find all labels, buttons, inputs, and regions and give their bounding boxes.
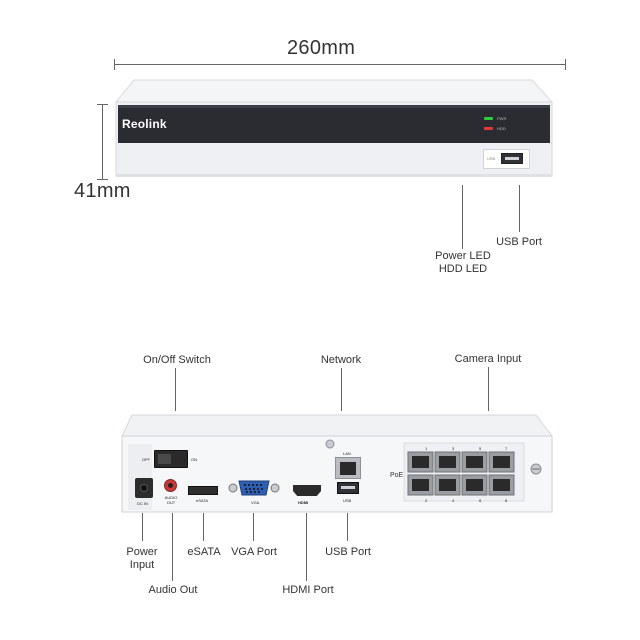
poe-port-block	[407, 451, 515, 496]
power-led	[484, 117, 493, 120]
front-usb-text: USB	[487, 156, 496, 161]
rear-usb-callout-label: USB Port	[325, 546, 371, 558]
hdmi-port	[293, 485, 321, 496]
height-dimension-line	[102, 104, 103, 180]
poe-number-8: 8	[505, 498, 508, 503]
poe-number-4: 4	[452, 498, 455, 503]
esata-port	[188, 486, 218, 495]
dc-in-text: DC IN	[137, 501, 148, 506]
camera-input-callout-label: Camera Input	[454, 353, 522, 365]
poe-number-1: 1	[425, 446, 428, 451]
network-callout-label: Network	[320, 354, 362, 366]
hdmi-callout-line	[306, 513, 307, 581]
width-dimension-line	[114, 64, 566, 65]
power-input-callout-label-line1: Power	[126, 546, 158, 558]
esata-callout-line	[203, 513, 204, 541]
poe-number-3: 3	[452, 446, 455, 451]
hdmi-text: HDMI	[298, 500, 309, 505]
switch-off-text: OFF	[142, 457, 150, 462]
height-dimension-tick-top	[97, 104, 108, 105]
dc-in-jack	[135, 478, 153, 498]
poe-number-2: 2	[425, 498, 428, 503]
usb-callout-line	[519, 185, 520, 232]
poe-port-row-top	[407, 451, 515, 473]
camera-input-callout-line	[488, 367, 489, 411]
height-dimension-label: 41mm	[74, 180, 131, 202]
height-dimension-tick-bottom	[97, 179, 108, 180]
rear-usb-text: USB	[343, 498, 352, 503]
led-callout-label-line2: HDD LED	[438, 263, 488, 275]
on-off-switch-callout-line	[175, 368, 176, 411]
hdd-led-text: HDD	[497, 126, 506, 131]
esata-callout-label: eSATA	[187, 546, 221, 558]
power-switch[interactable]	[154, 450, 188, 468]
vga-text: VGA	[251, 500, 260, 505]
width-dimension-tick-right	[565, 59, 566, 70]
power-input-callout-label-line2: Input	[129, 559, 155, 571]
rear-usb-port	[337, 482, 359, 494]
vga-callout-line	[253, 513, 254, 541]
front-usb-port	[501, 153, 523, 164]
front-usb-callout-label: USB Port	[496, 236, 542, 248]
led-callout-line	[462, 185, 463, 249]
poe-number-6: 6	[479, 498, 482, 503]
switch-on-text: ON	[191, 457, 197, 462]
led-callout-label-line1: Power LED	[435, 250, 491, 262]
audio-out-callout-line	[172, 513, 173, 581]
poe-number-5: 5	[479, 446, 482, 451]
network-callout-line	[341, 368, 342, 411]
vga-callout-label: VGA Port	[231, 546, 277, 558]
audio-out-text: AUDIO OUT	[164, 495, 178, 505]
nvr-front-view	[114, 79, 554, 177]
poe-label: PoE	[390, 472, 404, 479]
lan-port	[335, 457, 361, 479]
rear-usb-callout-line	[347, 513, 348, 541]
poe-port-row-bottom	[407, 474, 515, 496]
reolink-logo: Reolink	[122, 117, 167, 131]
hdd-led	[484, 127, 493, 130]
power-led-text: PWR	[497, 116, 507, 121]
width-dimension-label: 260mm	[287, 37, 356, 59]
width-dimension-tick-left	[114, 59, 115, 70]
hdmi-callout-label: HDMI Port	[282, 584, 334, 596]
audio-out-callout-label: Audio Out	[148, 584, 198, 596]
poe-number-7: 7	[505, 446, 508, 451]
esata-text: eSATA	[196, 498, 209, 503]
audio-out-jack	[164, 479, 177, 492]
lan-text: LAN	[343, 451, 351, 456]
on-off-switch-callout-label: On/Off Switch	[143, 354, 211, 366]
power-input-callout-line	[142, 513, 143, 541]
vga-port	[228, 480, 280, 496]
